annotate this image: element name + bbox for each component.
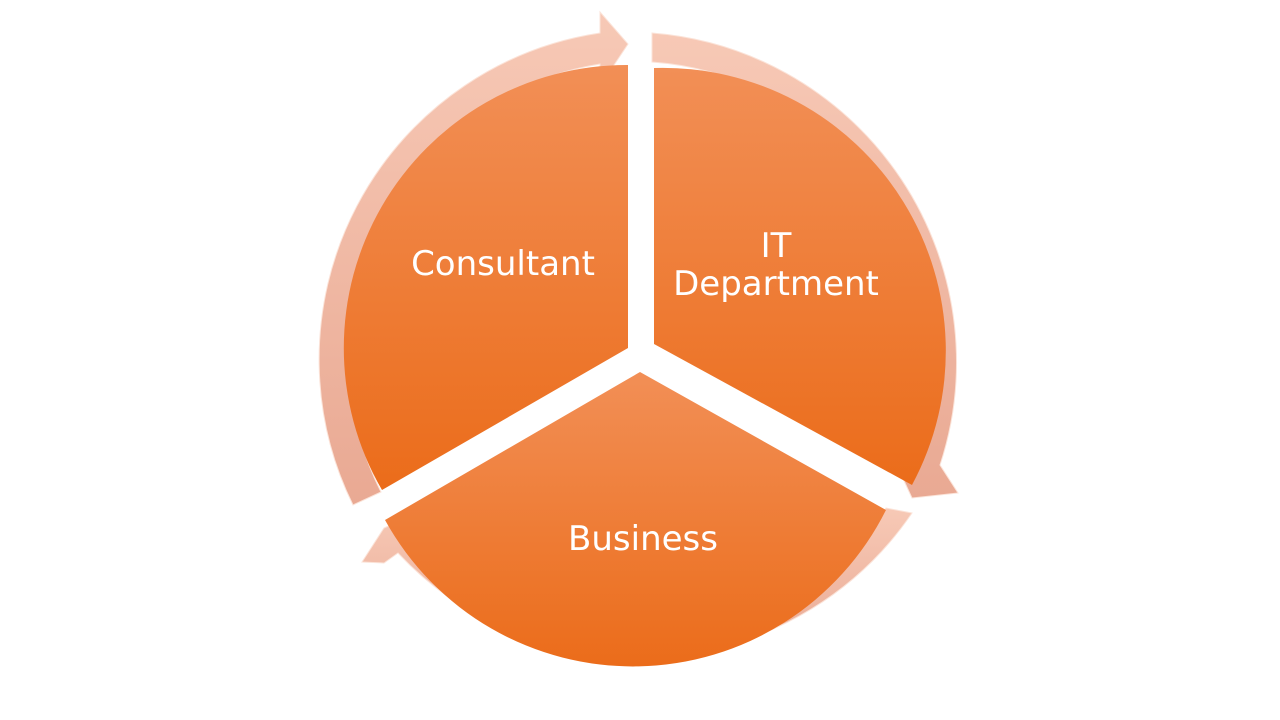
segment-business	[385, 372, 886, 667]
pie-segments	[343, 64, 946, 667]
segment-it-department	[654, 67, 946, 485]
label-it-line2: Department	[673, 264, 879, 304]
label-it-line1: IT	[760, 226, 792, 266]
label-business: Business	[568, 519, 718, 559]
label-it-department: IT Department	[673, 227, 879, 303]
segment-consultant	[343, 64, 628, 490]
label-consultant: Consultant	[411, 244, 595, 284]
